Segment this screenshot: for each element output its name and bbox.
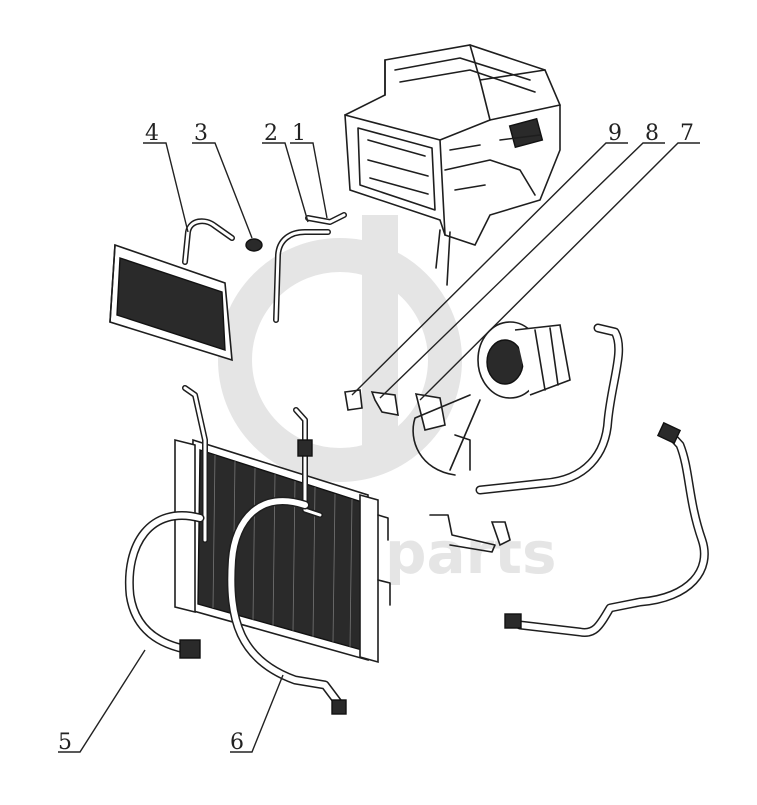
- callout-2: 2: [264, 121, 278, 146]
- leader-7: [419, 142, 700, 401]
- leader-9: [351, 142, 628, 396]
- leader-8: [379, 142, 665, 399]
- callout-1: 1: [292, 121, 306, 146]
- callout-leaders: [58, 142, 700, 753]
- leader-6: [230, 674, 284, 753]
- heater-tubes: [273, 212, 347, 323]
- leader-4: [143, 142, 189, 233]
- callout-labels: 1 2 3 4 5 6 7 8 9: [58, 121, 694, 755]
- watermark-text: parts: [385, 519, 557, 587]
- seal-ring: [245, 238, 263, 252]
- watermark-logo: parts: [218, 215, 557, 587]
- callout-4: 4: [145, 121, 159, 146]
- hose-5: [124, 511, 205, 659]
- compressor-hose: [475, 323, 624, 495]
- leader-1: [290, 142, 328, 219]
- callout-6: 6: [230, 730, 244, 755]
- hose-6: [226, 496, 347, 715]
- liquid-line-hose: [504, 421, 709, 638]
- callout-8: 8: [645, 121, 659, 146]
- callout-9: 9: [608, 121, 622, 146]
- heater-core: [109, 218, 235, 362]
- leader-3: [192, 142, 253, 239]
- callout-5: 5: [58, 730, 72, 755]
- hvac-unit: [344, 44, 561, 286]
- watermark-ring: [218, 238, 462, 482]
- leader-2: [262, 142, 309, 223]
- compressor: [412, 321, 571, 476]
- callout-3: 3: [194, 121, 208, 146]
- leader-5: [58, 649, 146, 753]
- callout-7: 7: [680, 121, 694, 146]
